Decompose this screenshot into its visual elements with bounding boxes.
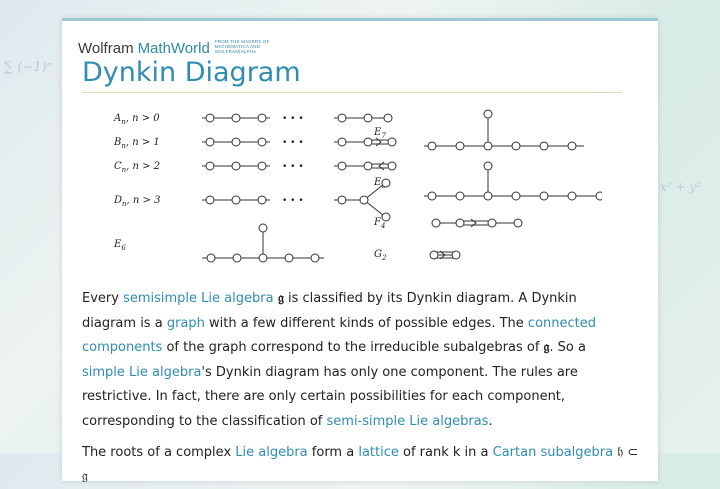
label-e6: E6 (113, 239, 126, 252)
label-f4: F4 (373, 217, 385, 230)
text: of the graph correspond to the irreducib… (162, 340, 544, 355)
text: . (488, 413, 493, 429)
background-formula-2: x² + y² (660, 180, 701, 194)
link-connected-components[interactable]: connected components (82, 315, 596, 356)
article-paragraph-1: Every semisimple Lie algebra 𝔤 is classi… (82, 287, 632, 434)
label-a: An, n > 0 (113, 113, 160, 126)
page-title: Dynkin Diagram (82, 57, 622, 93)
site-header: Wolfram MathWorld FROM THE MAKERS OF MAT… (78, 35, 285, 57)
ellipsis-a: • • • (282, 114, 304, 124)
wolfram-logo-text[interactable]: Wolfram (78, 40, 134, 57)
mathworld-logo-text[interactable]: MathWorld (137, 40, 210, 57)
article-page: Wolfram MathWorld FROM THE MAKERS OF MAT… (62, 18, 658, 484)
label-e7: E7 (373, 127, 386, 140)
label-b: Bn, n > 1 (113, 137, 160, 150)
ellipsis-b: • • • (282, 138, 304, 148)
link-graph[interactable]: graph (166, 315, 205, 331)
label-c: Cn, n > 2 (114, 161, 160, 174)
text: with a few different kinds of possible e… (204, 315, 528, 331)
text: is classified by its Dynkin diagram. A D… (82, 291, 577, 331)
math-g: 𝔤 (543, 340, 550, 355)
text: Every (82, 291, 124, 306)
link-semisimple-lie-algebra[interactable]: semisimple Lie algebra (123, 291, 274, 306)
background-formula: ∑ (−1)ⁿ (4, 60, 52, 75)
link-semi-simple-lie-algebras[interactable]: semi-simple Lie algebras (326, 413, 489, 429)
label-d: Dn, n > 3 (113, 195, 160, 208)
dynkin-diagram-figure: An, n > 0 Bn, n > 1 Cn, n > 2 Dn, n > 3 … (113, 109, 602, 263)
text: . So a (549, 340, 586, 355)
label-g2: G2 (374, 249, 387, 262)
ellipsis-c: • • • (282, 162, 304, 172)
math-g: 𝔤 (273, 291, 284, 306)
article-paragraph-2: The roots of a complex Lie algebra form … (82, 441, 642, 489)
site-tagline: FROM THE MAKERS OF MATHEMATICA AND WOLFR… (214, 39, 270, 54)
ellipsis-d: • • • (282, 196, 304, 206)
text: 's Dynkin diagram has only one component… (82, 364, 578, 429)
link-simple-lie-algebra[interactable]: simple Lie algebra (82, 364, 202, 380)
